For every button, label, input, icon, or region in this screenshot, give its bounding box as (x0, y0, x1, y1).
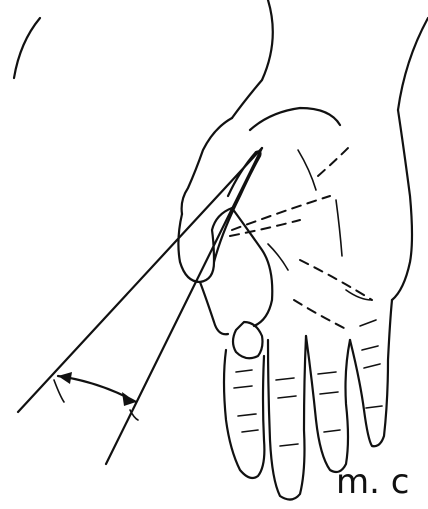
tendon-3 (300, 260, 372, 300)
hand-dorsum-outline (182, 118, 232, 214)
hand-dorsum-crease (250, 108, 340, 130)
index-finger (214, 152, 261, 263)
thumb-base (200, 282, 228, 334)
angle-tick-left (54, 380, 64, 402)
angle-arrowhead-left (58, 372, 72, 384)
figure-caption: m. c (336, 462, 409, 502)
hand-ulnar-edge (392, 110, 412, 300)
tendon-2 (230, 220, 300, 236)
crease-4 (242, 430, 258, 432)
hand-inner-line-3 (268, 244, 288, 270)
crease-11 (362, 346, 378, 350)
tendon-5 (318, 148, 348, 176)
crease-10 (324, 430, 340, 432)
hand-inner-line-1 (298, 150, 316, 190)
finger-middle (224, 350, 264, 478)
forearm-contour-left (14, 18, 40, 78)
crease-13 (366, 406, 382, 408)
wrist-outline-left (232, 0, 273, 118)
crease-9 (320, 392, 338, 394)
crease-14 (360, 320, 376, 326)
wrist-outline-right (398, 18, 428, 110)
finger-ring (268, 336, 306, 500)
crease-5 (276, 378, 294, 380)
thumb (178, 208, 232, 282)
hand-inner-line-2 (336, 200, 342, 256)
crease-1 (236, 370, 252, 372)
crease-2 (234, 386, 252, 388)
angle-arrowhead-right (122, 392, 136, 406)
crease-7 (280, 444, 298, 446)
crease-6 (278, 396, 296, 398)
finger-little (306, 336, 350, 472)
crease-8 (318, 372, 336, 374)
knuckle-fold (232, 208, 272, 326)
crease-3 (238, 414, 256, 416)
angle-line-outer (18, 148, 262, 412)
crease-12 (364, 364, 380, 368)
tendon-4 (294, 300, 348, 330)
thumb-nail (233, 322, 263, 358)
